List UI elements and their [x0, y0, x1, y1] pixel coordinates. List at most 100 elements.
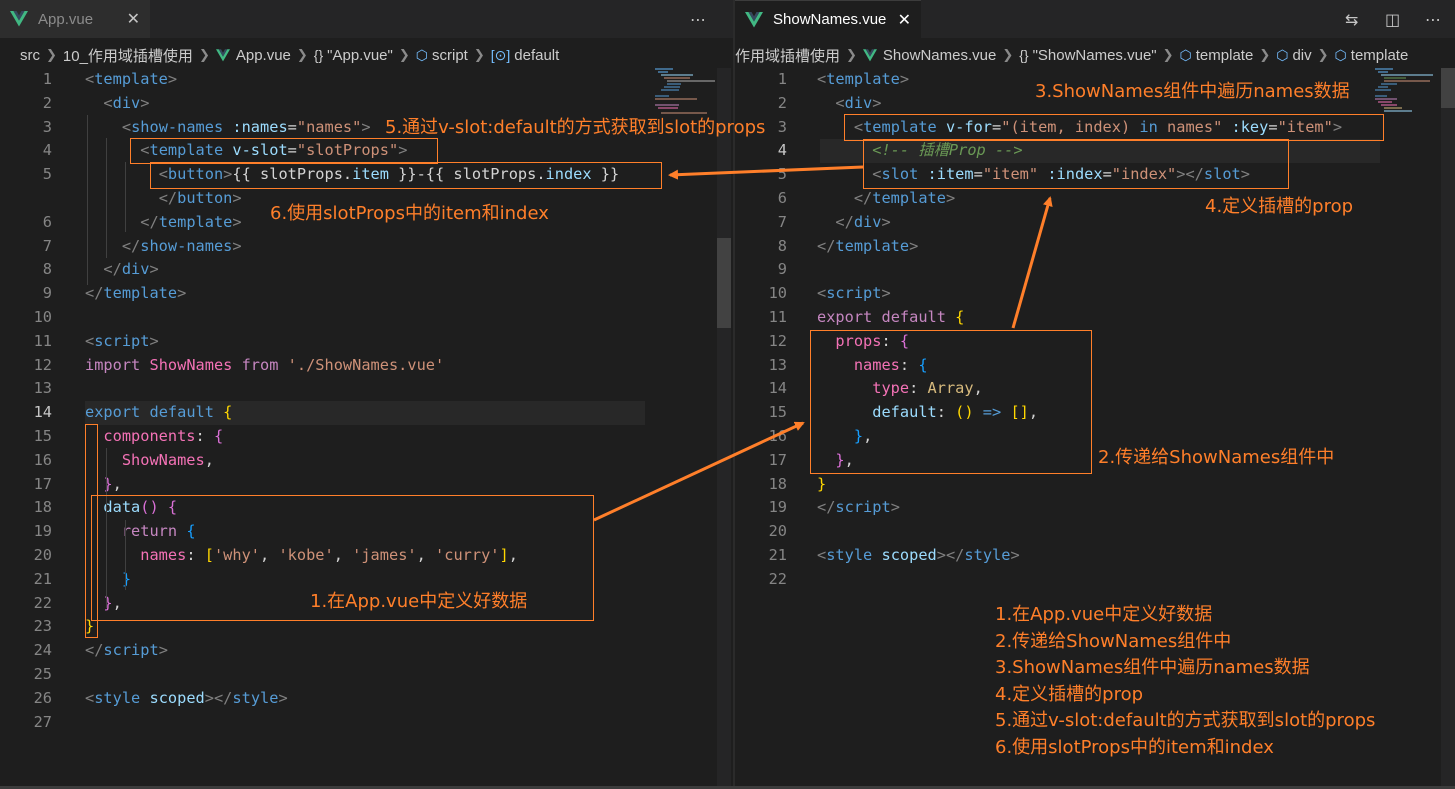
code-line[interactable]: 14 type: Array,: [735, 377, 1455, 401]
breadcrumb-item[interactable]: ShowNames.vue: [882, 46, 997, 64]
breadcrumb-item[interactable]: script: [432, 46, 468, 64]
line-number: 18: [768, 474, 787, 493]
code-line[interactable]: 17 },: [735, 449, 1455, 473]
code-line[interactable]: 2 <div>: [735, 92, 1455, 116]
ellipsis-icon[interactable]: ⋯: [1425, 10, 1441, 29]
code-line[interactable]: 17 },: [0, 473, 733, 497]
code-line[interactable]: 2 <div>: [0, 92, 733, 116]
code-token: [85, 451, 122, 469]
code-token: =: [1268, 117, 1278, 136]
code-line[interactable]: 4 <template v-slot="slotProps">: [0, 139, 733, 163]
code-text: <template>: [817, 68, 909, 92]
code-line[interactable]: 15 default: () => [],: [735, 401, 1455, 425]
code-line[interactable]: 1<template>: [735, 68, 1455, 92]
breadcrumb-item[interactable]: "ShowNames.vue": [1032, 46, 1157, 64]
compare-changes-icon[interactable]: ⇆: [1345, 10, 1359, 29]
line-number: 15: [768, 403, 787, 422]
breadcrumb-item[interactable]: "App.vue": [327, 46, 393, 64]
code-token: [817, 94, 835, 112]
code-token: [85, 118, 122, 136]
code-token: script: [94, 331, 150, 350]
tab-app-vue[interactable]: App.vue ✕: [0, 0, 150, 38]
breadcrumb-item[interactable]: div: [1292, 46, 1312, 64]
code-line[interactable]: 7 </div>: [735, 211, 1455, 235]
code-token: 'why': [213, 545, 261, 564]
code-line[interactable]: 22 },: [0, 592, 733, 616]
code-text: <slot :item="item" :index="index"></slot…: [817, 163, 1250, 187]
split-divider[interactable]: [733, 0, 735, 789]
code-line[interactable]: 20: [735, 520, 1455, 544]
breadcrumb-item[interactable]: 作用域插槽使用: [735, 47, 841, 65]
code-line[interactable]: 6 </template>: [735, 187, 1455, 211]
code-line[interactable]: 19 return {: [0, 520, 733, 544]
code-line[interactable]: 21<style scoped></style>: [735, 544, 1455, 568]
code-line[interactable]: 20 names: ['why', 'kobe', 'james', 'curr…: [0, 544, 733, 568]
code-line[interactable]: 10<script>: [735, 282, 1455, 306]
code-line[interactable]: 25: [0, 663, 733, 687]
code-line[interactable]: 9</template>: [0, 282, 733, 306]
close-icon[interactable]: ✕: [126, 9, 140, 28]
code-line[interactable]: 26<style scoped></style>: [0, 687, 733, 711]
minimap[interactable]: [1375, 68, 1435, 118]
code-line[interactable]: 13: [0, 377, 733, 401]
vertical-scrollbar[interactable]: [717, 68, 731, 786]
code-line[interactable]: 11<script>: [0, 330, 733, 354]
breadcrumb-item[interactable]: default: [514, 46, 560, 64]
code-line[interactable]: 9: [735, 258, 1455, 282]
code-line[interactable]: 23}: [0, 615, 733, 639]
code-line[interactable]: 16 },: [735, 425, 1455, 449]
split-editor-icon[interactable]: ◫: [1385, 10, 1401, 29]
code-text: </template>: [817, 187, 955, 211]
code-line[interactable]: 4 <!-- 插槽Prop -->: [735, 139, 1455, 164]
scrollbar-thumb[interactable]: [1441, 68, 1455, 108]
code-line[interactable]: 5 <button>{{ slotProps.item }}-{{ slotPr…: [0, 163, 733, 187]
code-line[interactable]: 21 }: [0, 568, 733, 592]
code-editor[interactable]: 1<template>2 <div>3 <template v-for="(it…: [735, 68, 1455, 592]
code-line[interactable]: 5 <slot :item="item" :index="index"></sl…: [735, 163, 1455, 187]
code-line[interactable]: 15 components: {: [0, 425, 733, 449]
breadcrumb-item[interactable]: template: [1195, 46, 1254, 64]
line-number: 8: [777, 236, 787, 255]
ellipsis-icon[interactable]: ⋯: [690, 10, 706, 29]
code-token: <: [140, 141, 150, 160]
minimap[interactable]: [655, 68, 715, 118]
code-token: template: [872, 188, 946, 207]
breadcrumb-item[interactable]: template: [1350, 46, 1409, 64]
close-icon[interactable]: ✕: [897, 10, 911, 29]
code-token: }: [85, 617, 95, 636]
breadcrumb-item[interactable]: src: [20, 46, 40, 64]
code-line[interactable]: 12 props: {: [735, 330, 1455, 354]
code-line[interactable]: 13 names: {: [735, 354, 1455, 378]
breadcrumb-item[interactable]: 10_作用域插槽使用: [62, 47, 193, 65]
code-line[interactable]: 1<template>: [0, 68, 733, 92]
code-line[interactable]: 7 </show-names>: [0, 235, 733, 259]
tab-shownames-vue[interactable]: ShowNames.vue ✕: [735, 0, 921, 38]
code-line[interactable]: 10: [0, 306, 733, 330]
code-line[interactable]: 27: [0, 711, 733, 735]
code-line[interactable]: 18 data() {: [0, 496, 733, 520]
code-text: </template>: [85, 211, 241, 235]
code-line[interactable]: 24</script>: [0, 639, 733, 663]
code-line[interactable]: 22: [735, 568, 1455, 592]
scrollbar-thumb[interactable]: [717, 238, 731, 328]
code-line[interactable]: 3 <show-names :names="names">: [0, 116, 733, 140]
code-line[interactable]: </button>: [0, 187, 733, 211]
annotation-step-6: 6.使用slotProps中的item和index: [270, 203, 549, 224]
code-line[interactable]: 3 <template v-for="(item, index) in name…: [735, 116, 1455, 140]
code-line[interactable]: 19</script>: [735, 496, 1455, 520]
code-line[interactable]: 18}: [735, 473, 1455, 497]
vertical-scrollbar[interactable]: [1441, 68, 1455, 786]
code-editor[interactable]: 1<template>2 <div>3 <show-names :names="…: [0, 68, 733, 734]
code-text: export default {: [817, 306, 964, 330]
code-line[interactable]: 8</template>: [735, 235, 1455, 259]
vue-file-icon: [10, 11, 28, 27]
breadcrumb-item[interactable]: App.vue: [235, 46, 291, 64]
code-token: "item": [982, 165, 1039, 184]
code-line[interactable]: 16 ShowNames,: [0, 449, 733, 473]
code-token: import: [85, 355, 141, 374]
code-line[interactable]: 6 </template>: [0, 211, 733, 235]
code-line[interactable]: 8 </div>: [0, 258, 733, 282]
